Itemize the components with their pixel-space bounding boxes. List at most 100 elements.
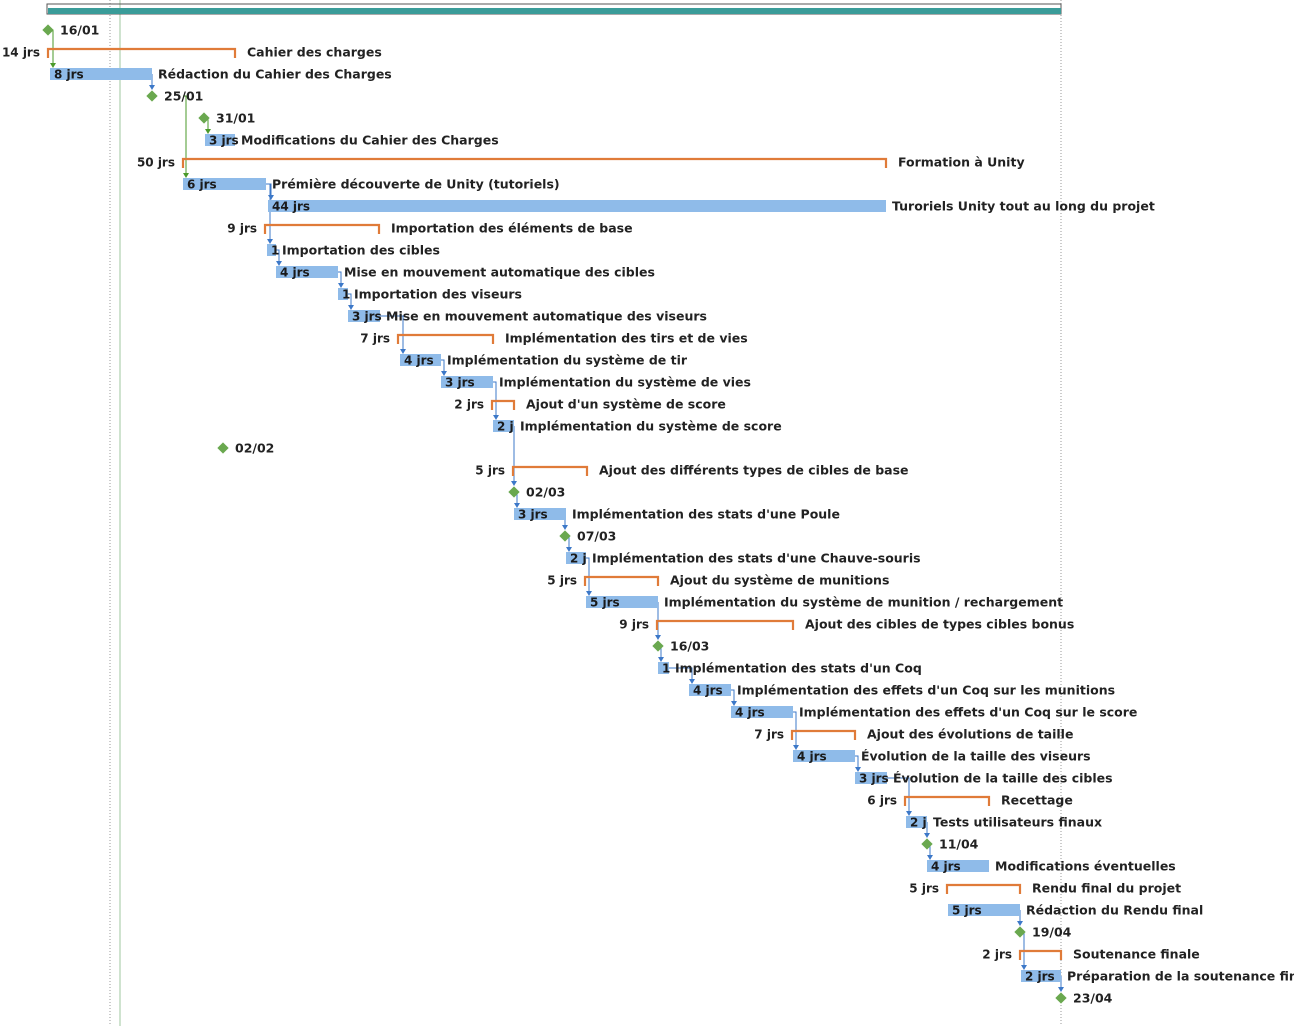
summary-duration: 7 jrs: [754, 728, 784, 742]
gantt-row-milestone: 23/04: [1055, 991, 1113, 1006]
task-bar[interactable]: [731, 706, 793, 718]
task-bar[interactable]: [658, 662, 669, 674]
task-duration: 3 jrs: [518, 508, 548, 522]
task-label: Implémentation des stats d'une Chauve-so…: [592, 551, 921, 566]
gantt-row-milestone: 11/04: [921, 837, 979, 852]
summary-duration: 9 jrs: [227, 222, 257, 236]
summary-bracket: [945, 883, 1022, 894]
summary-bracket: [511, 465, 589, 476]
task-bar[interactable]: [906, 816, 927, 828]
task-duration: 1: [342, 288, 350, 302]
task-bar[interactable]: [400, 354, 441, 366]
gantt-row-milestone: 02/03: [508, 485, 565, 500]
task-label: Prémière découverte de Unity (tutoriels): [272, 177, 560, 192]
task-bar[interactable]: [441, 376, 493, 388]
summary-label: Ajout des cibles de types cibles bonus: [805, 617, 1074, 632]
summary-label: Ajout des différents types de cibles de …: [599, 463, 909, 478]
dependency-links: [48, 29, 1064, 992]
summary-label: Recettage: [1001, 793, 1073, 808]
gantt-row-milestone: 16/03: [652, 639, 709, 654]
link-arrow: [441, 371, 447, 376]
task-bar[interactable]: [855, 772, 887, 784]
task-bar[interactable]: [268, 200, 886, 212]
summary-bracket: [655, 619, 795, 630]
milestone-label: 16/03: [670, 639, 709, 654]
gantt-row-summary: 5 jrs Ajout des différents types de cible…: [475, 463, 908, 478]
gantt-row-milestone: 16/01: [42, 23, 99, 38]
milestone-diamond: [1055, 992, 1067, 1004]
task-bar[interactable]: [927, 860, 989, 872]
summary-duration: 14 jrs: [2, 46, 40, 60]
summary-duration: 6 jrs: [867, 794, 897, 808]
task-bar[interactable]: [348, 310, 380, 322]
task-label: Implémentation du système de munition / …: [664, 595, 1063, 610]
gantt-row-summary: 7 jrs Ajout des évolutions de taille: [754, 727, 1073, 742]
task-bar[interactable]: [267, 244, 276, 256]
task-duration: 4 jrs: [693, 684, 723, 698]
gridlines: [109, 0, 1062, 1026]
summary-label: Importation des éléments de base: [391, 221, 633, 236]
task-label: Implémentation des stats d'un Coq: [675, 661, 922, 676]
task-bar[interactable]: [586, 596, 658, 608]
summary-bracket: [903, 795, 991, 806]
summary-bracket: [490, 399, 516, 410]
task-bar[interactable]: [514, 508, 566, 520]
summary-label: Implémentation des tirs et de vies: [505, 331, 748, 346]
task-duration: 44 jrs: [272, 200, 310, 214]
milestone-label: 19/04: [1032, 925, 1072, 940]
milestone-diamond: [42, 24, 54, 36]
task-bar[interactable]: [338, 288, 348, 300]
task-label: Tests utilisateurs finaux: [933, 815, 1102, 830]
gantt-row-summary: 6 jrs Recettage: [867, 793, 1073, 808]
dependency-link: [441, 359, 445, 373]
summary-bracket: [583, 575, 660, 586]
task-bar[interactable]: [689, 684, 731, 696]
gantt-row-milestone: 31/01: [198, 111, 255, 126]
gantt-row-task: 2 j Implémentation des stats d'une Chauve…: [566, 551, 921, 566]
summary-duration: 5 jrs: [909, 882, 939, 896]
link-arrow: [149, 85, 155, 90]
link-arrow: [689, 679, 695, 684]
task-bar[interactable]: [1021, 970, 1061, 982]
milestone-label: 31/01: [216, 111, 255, 126]
task-label: Modifications éventuelles: [995, 859, 1176, 874]
task-duration: 1: [271, 244, 279, 258]
link-arrow: [793, 745, 799, 750]
task-duration: 2 j: [570, 552, 587, 566]
task-bar[interactable]: [793, 750, 855, 762]
task-label: Implémentation du système de vies: [499, 375, 751, 390]
link-arrow: [855, 767, 861, 772]
task-label: Implémentation des effets d'un Coq sur l…: [799, 705, 1137, 720]
task-bar[interactable]: [183, 178, 266, 190]
project-bar: [48, 8, 1061, 14]
link-arrow: [1058, 987, 1064, 992]
task-bar[interactable]: [493, 420, 514, 432]
summary-label: Ajout des évolutions de taille: [867, 727, 1073, 742]
task-bar[interactable]: [205, 134, 235, 146]
task-bar[interactable]: [948, 904, 1020, 916]
dependency-link: [731, 689, 735, 703]
task-bar[interactable]: [276, 266, 338, 278]
summary-label: Rendu final du projet: [1032, 881, 1181, 896]
dependency-link: [276, 249, 280, 263]
dependency-link: [855, 755, 859, 769]
summary-label: Soutenance finale: [1073, 947, 1200, 962]
task-duration: 4 jrs: [280, 266, 310, 280]
dependency-link: [493, 381, 497, 417]
task-label: Importation des cibles: [282, 243, 440, 258]
task-bar[interactable]: [50, 68, 152, 80]
summary-duration: 5 jrs: [475, 464, 505, 478]
summary-bracket: [46, 47, 237, 58]
milestone-label: 11/04: [939, 837, 979, 852]
task-bar[interactable]: [566, 552, 586, 564]
